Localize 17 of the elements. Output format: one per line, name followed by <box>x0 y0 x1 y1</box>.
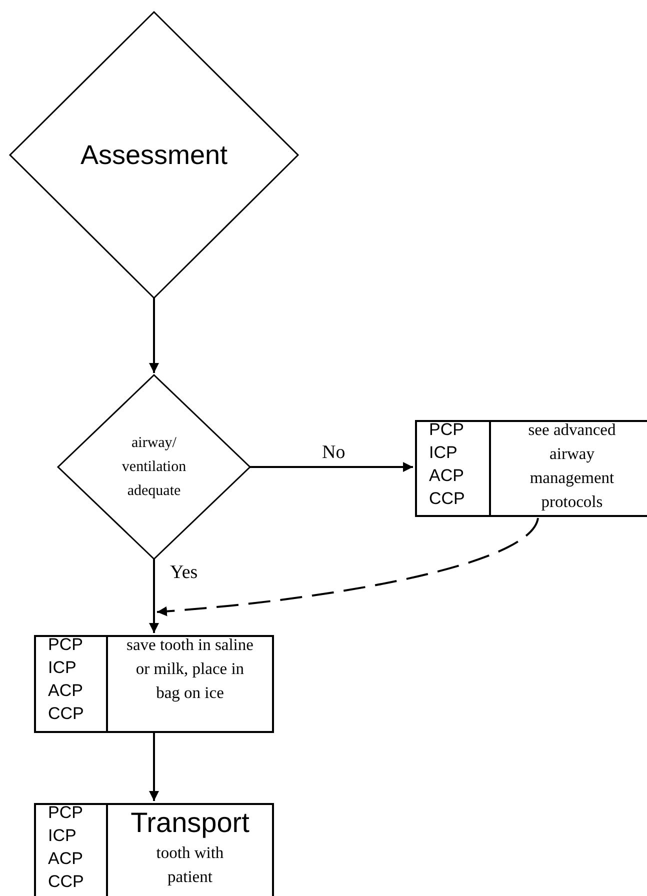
instruction-text: see advanced airway management protocols <box>527 419 617 513</box>
arrow <box>250 462 413 472</box>
arrow <box>149 298 159 373</box>
arrow <box>149 559 159 633</box>
instruction-text: save tooth in saline or milk, place in bag on ice <box>126 634 254 704</box>
step-title: Assessment <box>80 138 228 172</box>
process-box <box>415 420 647 517</box>
process-box <box>34 803 274 896</box>
step-title: Transport <box>130 806 250 840</box>
arrow <box>156 518 539 616</box>
provider-levels: PCP ICP ACP CCP <box>429 422 466 510</box>
arrow <box>149 733 159 801</box>
provider-levels: PCP ICP ACP CCP <box>48 805 85 893</box>
instruction-text: tooth with patient <box>155 842 225 888</box>
process-box <box>34 635 274 733</box>
decision-text: airway/ ventilation adequate <box>120 434 188 501</box>
provider-levels: PCP ICP ACP CCP <box>48 637 85 725</box>
